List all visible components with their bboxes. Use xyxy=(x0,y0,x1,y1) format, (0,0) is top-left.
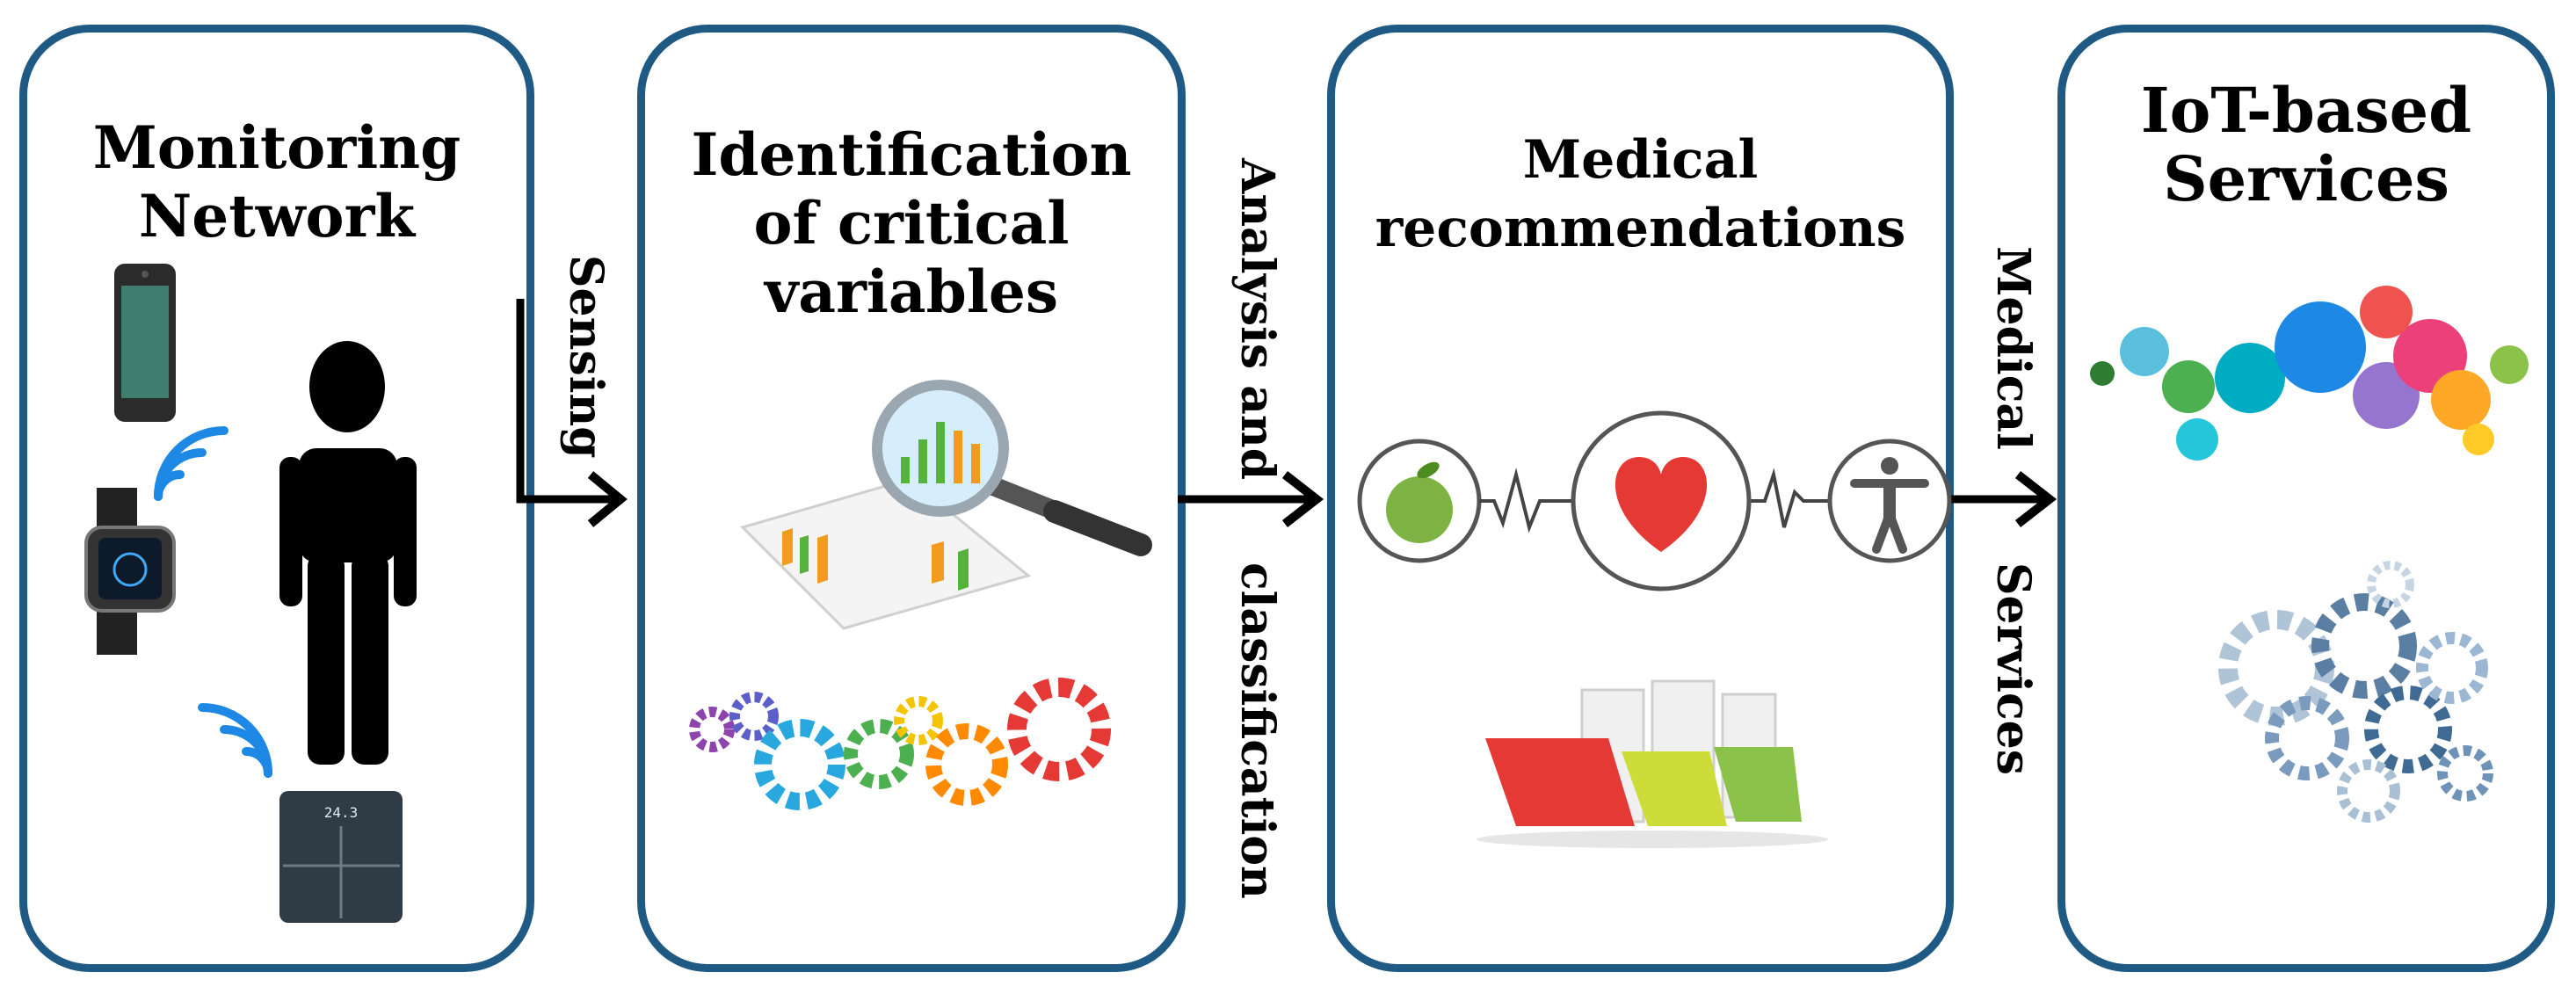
medical-label: Medical xyxy=(1986,246,2040,450)
title-line: Services xyxy=(2163,142,2449,215)
smartwatch-icon xyxy=(84,488,176,655)
person-icon xyxy=(279,341,417,765)
title-line: of critical xyxy=(753,189,1070,258)
classification-label: classification xyxy=(1230,562,1284,899)
title-line: Monitoring xyxy=(92,113,461,182)
smartphone-icon xyxy=(114,264,176,422)
magnifier-chart-icon xyxy=(740,380,1152,630)
sensing-arrow xyxy=(516,299,628,527)
analysis-label: Analysis and xyxy=(1230,158,1284,481)
medical-services-arrow xyxy=(1946,471,2057,527)
identification-title: Identification of critical variables xyxy=(645,120,1178,326)
wifi-icon xyxy=(154,426,229,501)
apple-icon xyxy=(1357,439,1482,563)
pulse-line xyxy=(1479,468,1828,533)
scale-icon xyxy=(279,791,403,923)
title-line: Network xyxy=(138,182,416,250)
iot-services-panel: IoT-based Services xyxy=(2057,25,2555,972)
medical-recommendations-title: Medical recommendations xyxy=(1335,126,1946,263)
title-line: recommendations xyxy=(1375,198,1906,259)
title-line: Identification xyxy=(691,120,1132,189)
title-line: IoT-based xyxy=(2140,74,2472,147)
colorful-gears-icon xyxy=(689,678,1111,810)
analysis-arrow xyxy=(1178,471,1324,527)
scale-display: 24.3 xyxy=(324,804,359,821)
title-line: Medical xyxy=(1522,129,1759,191)
title-line: variables xyxy=(764,258,1059,326)
monitoring-network-title: Monitoring Network xyxy=(27,113,526,250)
folders-icon xyxy=(1477,679,1828,848)
iot-services-title: IoT-based Services xyxy=(2065,76,2547,214)
blue-gears-icon xyxy=(2218,561,2493,823)
wifi-icon xyxy=(198,703,272,778)
services-label: Services xyxy=(1986,562,2040,776)
human-figure-icon xyxy=(1827,439,1952,563)
iot-bubbles-icon xyxy=(2090,286,2529,461)
heart-icon xyxy=(1571,410,1752,591)
sensing-label: Sensing xyxy=(559,255,613,459)
